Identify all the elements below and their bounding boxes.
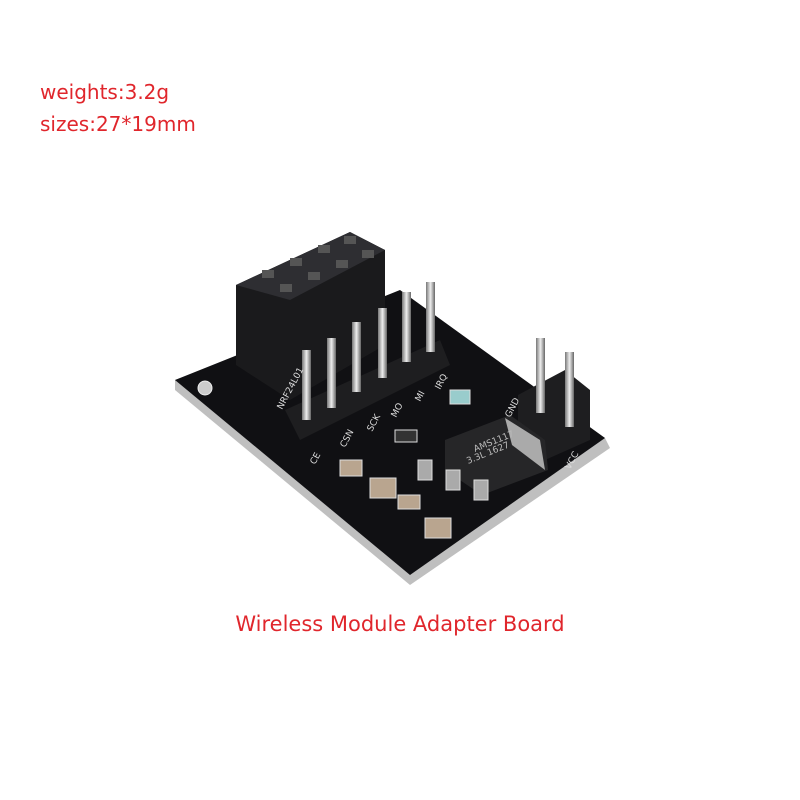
caption: Wireless Module Adapter Board [235,612,565,636]
size-spec: sizes:27*19mm [40,112,196,136]
weight-spec: weights:3.2g [40,80,170,104]
regulator-chip: AMS1117 3.3L 1627 [445,415,548,495]
smd-components [339,389,489,539]
mounting-hole [197,380,213,396]
socket-8pin [236,232,385,400]
svg-text:MI: MI [414,390,428,404]
pin-header [285,282,450,440]
